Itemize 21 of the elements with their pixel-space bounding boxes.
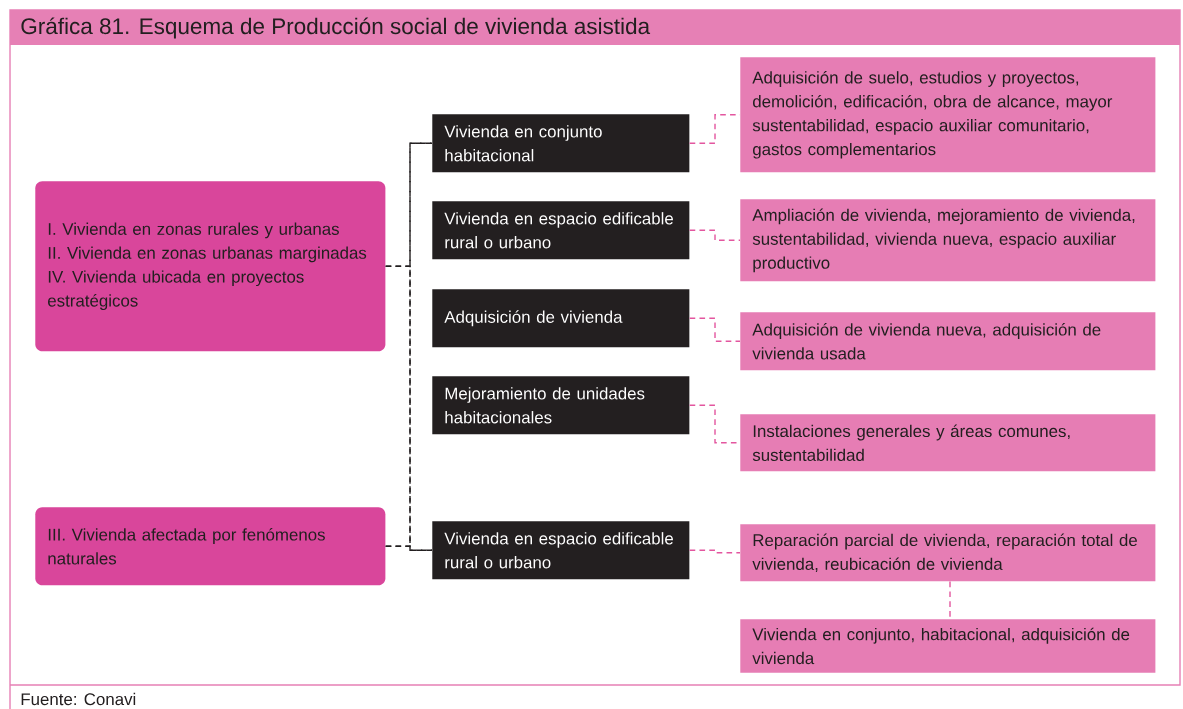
group-box: I. Vivienda en zonas rurales y urbanas II. Vivienda en zonas urbanas marginadas IV. Vivienda ubicada en proyectos estratégicos <box>35 181 386 352</box>
source-note: Fuente: Conavi <box>21 692 136 706</box>
group-box: III. Vivienda afectada por fenómenos naturales <box>35 507 386 586</box>
detail-box: Vivienda en conjunto, habitacional, adquisición de vivienda <box>740 619 1156 673</box>
connector-line <box>688 229 741 241</box>
type-box: Vivienda en espacio edificable rural o urbano <box>432 201 690 260</box>
connector-line <box>688 549 741 554</box>
type-box: Vivienda en espacio edificable rural o urbano <box>432 521 690 580</box>
detail-box: Instalaciones generales y áreas comunes, sustentabilidad <box>740 414 1156 472</box>
connector-line <box>949 580 951 620</box>
detail-box: Reparación parcial de vivienda, reparación total de vivienda, reubicación de vivienda <box>740 524 1156 582</box>
connector-line <box>688 317 741 342</box>
connector-line <box>384 545 433 551</box>
type-box: Mejoramiento de unidades habitacionales <box>432 376 690 435</box>
title-bar: Gráfica 81. Esquema de Producción social de vivienda asistida <box>10 10 1180 45</box>
detail-box: Adquisición de suelo, estudios y proyectos, demolición, edificación, obra de alcance, mayor sustentabilidad, espacio auxiliar comunitario, gastos complementarios <box>740 57 1156 173</box>
type-box: Vivienda en conjunto habitacional <box>432 114 690 173</box>
type-box: Adquisición de vivienda <box>432 289 690 348</box>
connector-line <box>384 265 433 551</box>
detail-box: Ampliación de vivienda, mejoramiento de vivienda, sustentabilidad, vivienda nueva, espacio auxiliar productivo <box>740 199 1156 282</box>
detail-box: Adquisición de vivienda nueva, adquisición de vivienda usada <box>740 312 1156 371</box>
